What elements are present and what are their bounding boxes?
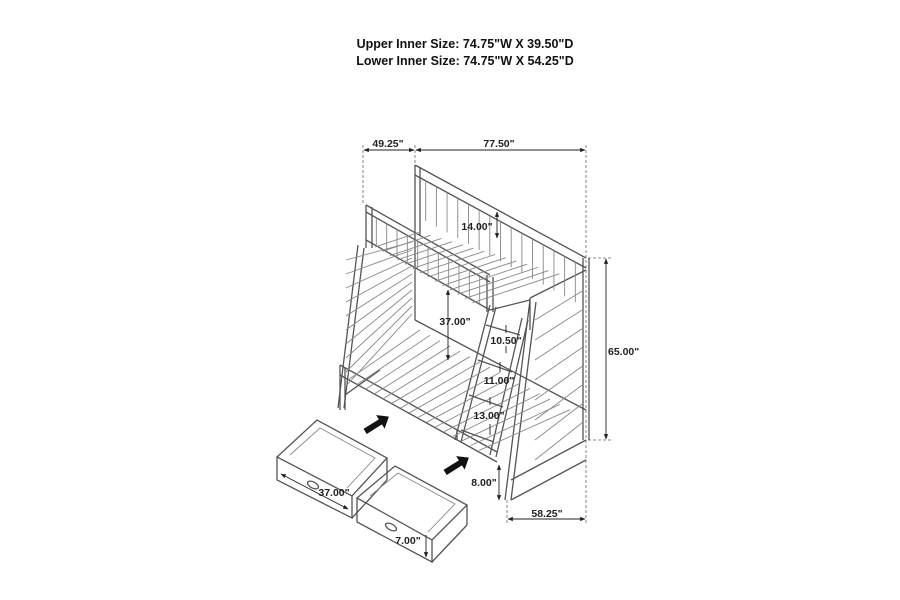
lower-inner-size: Lower Inner Size: 74.75"W X 54.25"D	[356, 54, 574, 68]
insert-arrow-right	[443, 456, 469, 475]
drawer-left	[275, 419, 389, 520]
dim-overall-height: 65.00"	[608, 346, 639, 358]
end-panel-board	[534, 327, 585, 361]
end-panel-board	[345, 241, 413, 261]
end-panel-board	[534, 420, 585, 461]
end-panel-board	[534, 308, 585, 341]
drawer-right	[355, 465, 469, 564]
end-panel-board	[345, 313, 413, 387]
end-panel-board	[534, 402, 585, 441]
insert-arrow-left	[363, 415, 389, 434]
dim-base-depth: 58.25"	[531, 508, 562, 520]
lower-slat	[400, 361, 481, 409]
lower-slat	[365, 340, 441, 390]
upper-slat	[412, 247, 474, 269]
ladder-rung	[460, 429, 495, 443]
lower-slat	[347, 329, 421, 381]
dim-end-width: 49.25"	[372, 138, 403, 150]
lower-slat	[452, 393, 541, 437]
dim-floor-clearance: 8.00"	[471, 477, 496, 489]
end-panel-board	[345, 297, 413, 359]
end-panel-board	[345, 281, 413, 331]
dim-ladder-step-top: 10.50"	[490, 335, 521, 347]
lower-slat	[444, 388, 531, 432]
upper-slat	[404, 244, 463, 265]
ladder-rung	[485, 324, 521, 336]
dim-drawer-height: 7.00"	[395, 535, 420, 547]
upper-inner-size: Upper Inner Size: 74.75"W X 39.50"D	[356, 37, 574, 51]
lower-slat	[479, 409, 571, 451]
bunk-bed	[337, 164, 590, 501]
upper-slat	[427, 254, 496, 278]
lower-slat	[426, 377, 511, 423]
lower-slat	[356, 334, 431, 386]
upper-slat	[374, 231, 421, 248]
upper-slat	[472, 273, 560, 304]
lower-slat	[461, 398, 551, 442]
dim-drawer-width: 37.00"	[318, 487, 349, 499]
dim-ladder-step-middle: 11.00"	[484, 375, 515, 387]
dim-ladder-step-bottom: 13.00"	[473, 410, 504, 422]
extension-lines	[362, 145, 612, 525]
dimension-lines	[280, 147, 609, 558]
lower-slat	[374, 345, 451, 395]
lower-slat	[391, 356, 471, 404]
lower-slat	[435, 382, 521, 428]
upper-slat	[457, 266, 538, 295]
lower-slat	[417, 372, 501, 418]
upper-slat	[397, 241, 453, 261]
dim-bunk-clearance: 37.00"	[439, 316, 470, 328]
upper-slat	[434, 257, 506, 282]
end-panel-board	[534, 345, 585, 381]
ladder-rung	[477, 359, 513, 373]
upper-slat	[389, 238, 442, 256]
end-panel-board	[534, 289, 585, 321]
dim-guardrail-height: 14.00"	[461, 221, 492, 233]
end-panel-board	[534, 383, 585, 421]
end-panel-board	[345, 257, 413, 289]
upper-slat	[464, 270, 549, 299]
upper-slat	[449, 263, 528, 291]
upper-slat	[442, 260, 517, 286]
end-panel-board	[345, 265, 413, 303]
end-panel-board	[534, 364, 585, 401]
dim-length: 77.50"	[483, 138, 514, 150]
ladder-rung	[468, 394, 504, 408]
end-panel-board	[345, 273, 413, 317]
lower-slat	[409, 366, 491, 414]
end-panel-board	[345, 289, 413, 345]
upper-slat	[419, 250, 485, 274]
end-panel-board	[345, 249, 413, 275]
end-panel-board	[345, 305, 413, 373]
